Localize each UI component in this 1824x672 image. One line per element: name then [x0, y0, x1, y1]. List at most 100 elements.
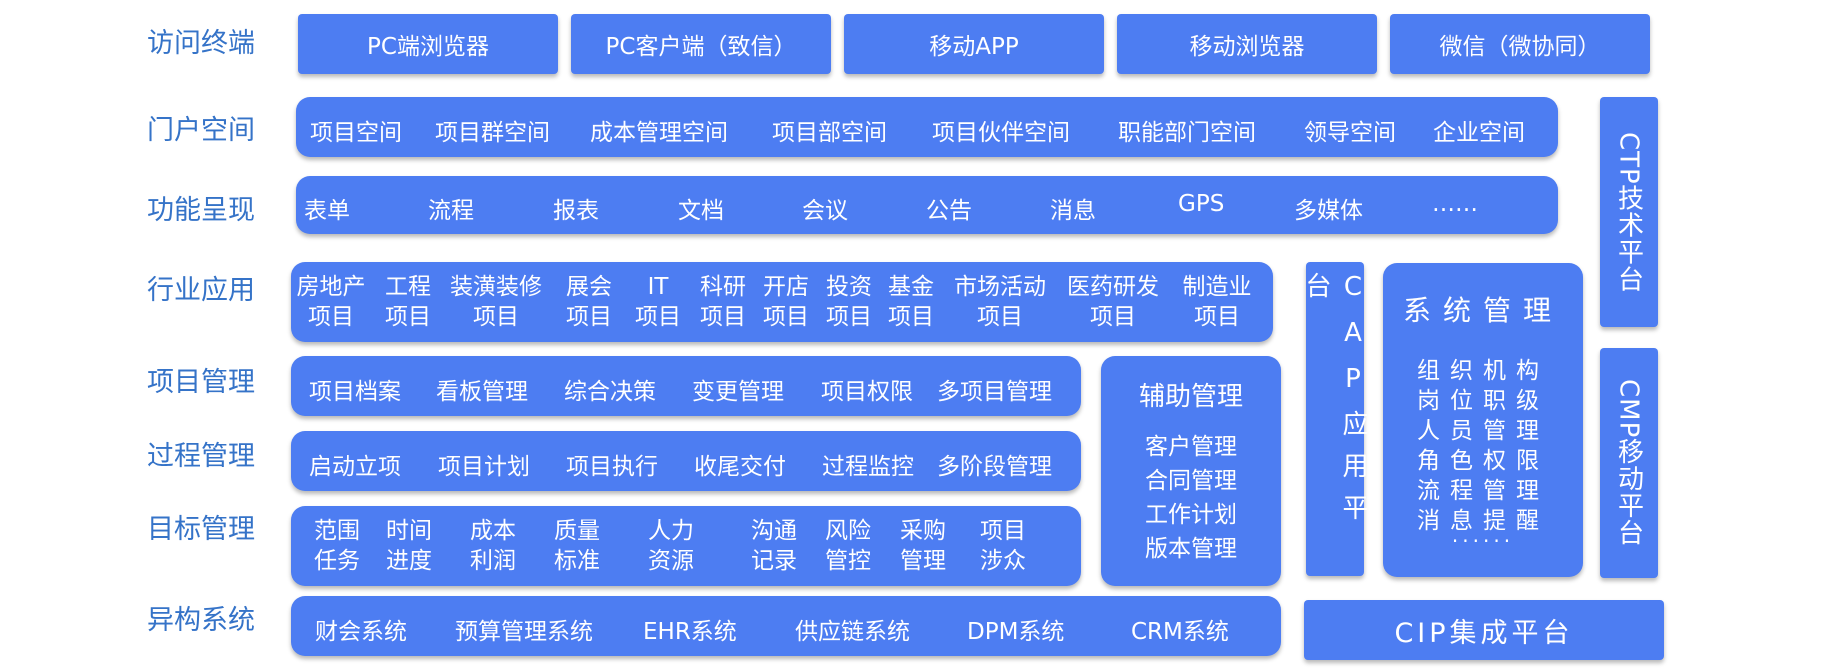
function-bar: 表单 流程 报表 文档 会议 公告 消息 GPS 多媒体 …… [296, 176, 1558, 234]
industry-bottom: 项目 [566, 304, 612, 330]
industry-top: 制造业 [1182, 274, 1252, 300]
aux-management-box: 辅助管理 客户管理 合同管理 工作计划 版本管理 [1101, 356, 1281, 586]
industry-item: 制造业项目 [1183, 272, 1252, 332]
industry-bottom: 项目 [763, 304, 809, 330]
hetero-bar: 财会系统 预算管理系统 EHR系统 供应链系统 DPM系统 CRM系统 [291, 596, 1281, 656]
target-top: 采购 [900, 518, 946, 544]
project-item: 多项目管理 [937, 379, 1052, 405]
aux-item: 客户管理 [1145, 434, 1237, 460]
process-bar: 启动立项 项目计划 项目执行 收尾交付 过程监控 多阶段管理 [291, 431, 1081, 491]
cip-label: CIP集成平台 [1394, 617, 1574, 649]
function-item: 流程 [428, 198, 474, 224]
target-top: 沟通 [751, 518, 797, 544]
function-item: 表单 [304, 198, 350, 224]
hetero-item: CRM系统 [1131, 619, 1229, 645]
system-ellipsis: ······ [1451, 529, 1515, 553]
project-item: 项目权限 [821, 379, 913, 405]
portal-item: 项目伙伴空间 [932, 120, 1070, 146]
industry-bottom: 项目 [1194, 304, 1240, 330]
target-bottom: 管理 [900, 548, 946, 574]
system-line: 消息提醒 [1417, 508, 1549, 534]
target-item: 沟通记录 [751, 516, 797, 576]
portal-item: 项目空间 [310, 120, 402, 146]
target-item: 风险管控 [825, 516, 871, 576]
industry-top: 房地产 [296, 274, 366, 300]
system-line: 流程管理 [1417, 478, 1549, 504]
project-item: 变更管理 [692, 379, 784, 405]
portal-bar: 项目空间 项目群空间 成本管理空间 项目部空间 项目伙伴空间 职能部门空间 领导… [296, 97, 1558, 157]
target-top: 项目 [980, 518, 1026, 544]
target-bottom: 管控 [825, 548, 871, 574]
target-top: 质量 [554, 518, 600, 544]
target-bottom: 任务 [314, 548, 360, 574]
project-item: 项目档案 [309, 379, 401, 405]
industry-top: 投资 [826, 274, 872, 300]
target-top: 成本 [470, 518, 516, 544]
portal-item: 企业空间 [1433, 120, 1525, 146]
target-bar: 范围任务 时间进度 成本利润 质量标准 人力资源 沟通记录 风险管控 采购管理 … [291, 506, 1081, 586]
industry-item: 工程项目 [385, 272, 431, 332]
industry-top: 装潢装修 [450, 274, 542, 300]
target-top: 时间 [386, 518, 432, 544]
industry-top: 展会 [566, 274, 612, 300]
terminal-wechat: 微信（微协同） [1390, 14, 1650, 74]
industry-item: 开店项目 [763, 272, 809, 332]
industry-bottom: 项目 [700, 304, 746, 330]
row-label-target: 目标管理 [147, 514, 255, 545]
industry-bottom: 项目 [385, 304, 431, 330]
aux-item: 工作计划 [1145, 502, 1237, 528]
target-bottom: 资源 [648, 548, 694, 574]
cmp-label: CMP移动平台 [1613, 379, 1644, 547]
terminal-mobile-app: 移动APP [844, 14, 1104, 74]
target-top: 人力 [648, 518, 694, 544]
industry-bottom: 项目 [888, 304, 934, 330]
process-item: 多阶段管理 [937, 454, 1052, 480]
process-item: 收尾交付 [694, 454, 786, 480]
hetero-item: DPM系统 [967, 619, 1065, 645]
target-item: 采购管理 [900, 516, 946, 576]
cap-platform-box: CAP应用平台 [1301, 262, 1368, 576]
system-line: 岗位职级 [1417, 388, 1549, 414]
aux-item: 合同管理 [1145, 468, 1237, 494]
target-bottom: 涉众 [980, 548, 1026, 574]
terminal-pc-browser: PC端浏览器 [298, 14, 558, 74]
industry-top: 开店 [763, 274, 809, 300]
target-item: 范围任务 [314, 516, 360, 576]
industry-item: 科研项目 [700, 272, 746, 332]
system-line: 组织机构 [1417, 358, 1549, 384]
function-item: 文档 [678, 198, 724, 224]
industry-item: 装潢装修项目 [450, 272, 542, 332]
terminal-label: PC客户端（致信） [605, 34, 797, 60]
industry-item: 医药研发项目 [1067, 272, 1159, 332]
industry-top: 工程 [385, 274, 431, 300]
target-item: 成本利润 [470, 516, 516, 576]
target-bottom: 标准 [554, 548, 600, 574]
function-item: 消息 [1050, 198, 1096, 224]
target-item: 人力资源 [648, 516, 694, 576]
process-item: 启动立项 [309, 454, 401, 480]
aux-title: 辅助管理 [1138, 382, 1243, 412]
aux-item: 版本管理 [1145, 536, 1237, 562]
hetero-item: 预算管理系统 [455, 619, 593, 645]
portal-item: 项目部空间 [772, 120, 887, 146]
hetero-item: 供应链系统 [795, 619, 910, 645]
project-bar: 项目档案 看板管理 综合决策 变更管理 项目权限 多项目管理 [291, 356, 1081, 416]
system-title: 系统管理 [1402, 294, 1563, 327]
row-label-process: 过程管理 [147, 441, 255, 472]
industry-bottom: 项目 [977, 304, 1023, 330]
target-bottom: 记录 [751, 548, 797, 574]
industry-bottom: 项目 [1090, 304, 1136, 330]
portal-item: 领导空间 [1304, 120, 1396, 146]
process-item: 过程监控 [822, 454, 914, 480]
industry-item: 展会项目 [566, 272, 612, 332]
cip-platform-box: CIP集成平台 [1304, 600, 1664, 660]
row-label-function: 功能呈现 [147, 195, 255, 226]
industry-item: 市场活动项目 [954, 272, 1046, 332]
function-item: GPS [1178, 191, 1225, 217]
terminal-label: PC端浏览器 [367, 34, 489, 60]
industry-bottom: 项目 [826, 304, 872, 330]
hetero-item: 财会系统 [315, 619, 407, 645]
target-top: 风险 [825, 518, 871, 544]
